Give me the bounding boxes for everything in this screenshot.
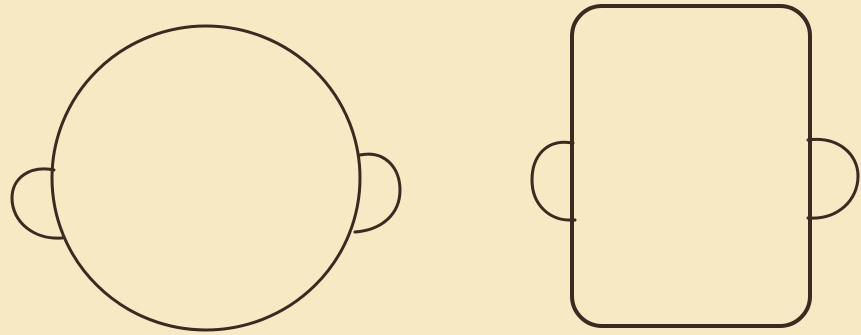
square-head-figure <box>532 6 858 326</box>
round-head-right-ear <box>355 154 400 232</box>
round-head-circle <box>52 26 360 330</box>
square-head-right-ear <box>808 139 858 218</box>
round-head-figure <box>12 26 400 330</box>
square-head-rounded-rectangle <box>572 6 810 326</box>
square-head-left-ear <box>532 142 575 220</box>
